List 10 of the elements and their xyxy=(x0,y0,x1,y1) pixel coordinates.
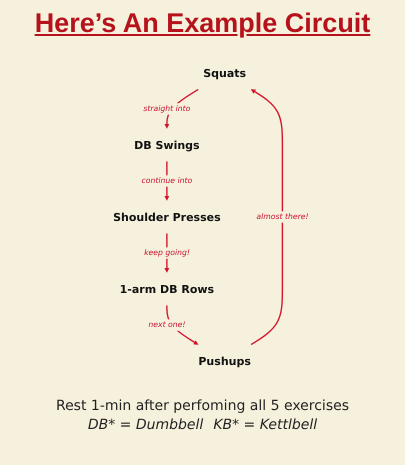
node-text: Pushups xyxy=(198,354,251,368)
node-text: 1-arm DB Rows xyxy=(120,282,214,296)
node-text: Squats xyxy=(203,66,246,80)
title: Here’s An Example Circuit xyxy=(34,8,370,38)
node-text: Shoulder Presses xyxy=(113,210,221,224)
node-text: DB Swings xyxy=(134,138,200,152)
arrow xyxy=(250,89,284,346)
legend-note: DB* = Dumbbell xyxy=(88,417,204,433)
legend-note: KB* = Kettlbell xyxy=(213,417,318,433)
caption: Rest 1-min after perfoming all 5 exercises xyxy=(56,398,350,414)
